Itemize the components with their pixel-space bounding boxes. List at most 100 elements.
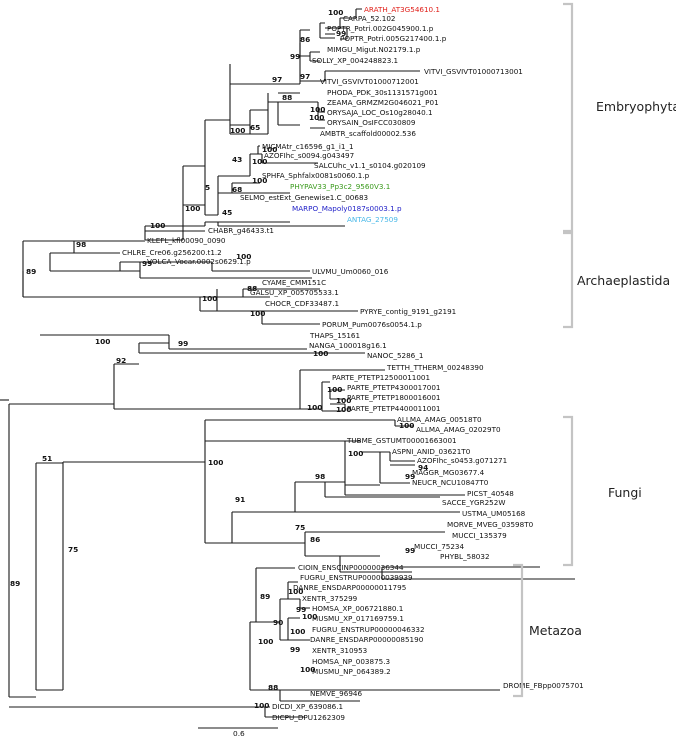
support-value: 65 bbox=[250, 123, 260, 132]
leaf-label: NANGA_100018g16.1 bbox=[309, 341, 387, 350]
support-value: 75 bbox=[295, 523, 305, 532]
leaf-labels: ARATH_AT3G54610.1 CARPA_52.102 POPTR_Pot… bbox=[122, 5, 584, 722]
support-value: 90 bbox=[273, 618, 283, 627]
support-value: 100 bbox=[288, 587, 303, 596]
support-value: 99 bbox=[290, 52, 300, 61]
leaf-label: ZEAMA_GRMZM2G046021_P01 bbox=[327, 98, 439, 107]
leaf-label: CHABR_g46433.t1 bbox=[208, 226, 274, 235]
support-value: 100 bbox=[236, 252, 251, 261]
support-value: 75 bbox=[68, 545, 78, 554]
leaf-label: NANOC_5286_1 bbox=[367, 351, 423, 360]
leaf-label: SACCE_YGR252W bbox=[442, 498, 505, 507]
leaf-label: DANRE_ENSDARP00000011795 bbox=[293, 583, 406, 592]
leaf-label: GALSU_XP_005705533.1 bbox=[250, 288, 339, 297]
support-value: 99 bbox=[405, 472, 415, 481]
support-value: 100 bbox=[208, 458, 223, 467]
leaf-label: VITVI_GSVIVT01000712001 bbox=[320, 77, 419, 86]
leaf-label: PHYBL_58032 bbox=[440, 552, 490, 561]
leaf-label: PHODA_PDK_30s1131571g001 bbox=[327, 88, 438, 97]
support-value: 100 bbox=[252, 157, 267, 166]
support-value: 91 bbox=[235, 495, 245, 504]
leaf-label: POPTR_Potri.002G045900.1.p bbox=[327, 24, 434, 33]
leaf-label: TUBME_GSTUMT00001663001 bbox=[346, 436, 457, 445]
leaf-label: MAGGR_MG03677.4 bbox=[412, 468, 485, 477]
support-values: 100 99 86 99 97 97 100 88 100 100 65 100… bbox=[10, 8, 428, 710]
tree-branches bbox=[0, 8, 575, 718]
support-value: 99 bbox=[405, 546, 415, 555]
leaf-label: TETTH_TTHERM_00248390 bbox=[386, 363, 484, 372]
support-value: 5 bbox=[205, 183, 210, 192]
support-value: 99 bbox=[296, 605, 306, 614]
support-value: 100 bbox=[185, 204, 200, 213]
leaf-label: VOLCA_Vocar.0002s0629.1.p bbox=[147, 257, 251, 266]
scale-bar-label: 0.6 bbox=[233, 729, 245, 737]
leaf-label: XENTR_310953 bbox=[312, 646, 367, 655]
support-value: 89 bbox=[26, 267, 36, 276]
leaf-label: MICMAtr_c16596_g1_i1_1 bbox=[262, 142, 354, 151]
fungi-bracket bbox=[563, 415, 574, 567]
leaf-label: XENTR_375299 bbox=[302, 594, 358, 603]
support-value: 89 bbox=[10, 579, 20, 588]
leaf-label: PARTE_PTETP1800016001 bbox=[347, 393, 441, 402]
archaeplastida-bracket bbox=[563, 231, 574, 329]
support-value: 45 bbox=[222, 208, 232, 217]
leaf-label: USTMA_UM05168 bbox=[462, 509, 526, 518]
leaf-label: PARTE_PTETP4300017001 bbox=[347, 383, 441, 392]
support-value: 97 bbox=[300, 72, 310, 81]
support-value: 100 bbox=[336, 396, 351, 405]
support-value: 100 bbox=[262, 145, 277, 154]
leaf-label: DROME_FBpp0075701 bbox=[503, 681, 584, 690]
support-value: 100 bbox=[327, 385, 342, 394]
support-value: 68 bbox=[232, 185, 242, 194]
support-value: 99 bbox=[142, 259, 152, 268]
support-value: 100 bbox=[252, 176, 267, 185]
embryophyta-bracket bbox=[563, 2, 574, 233]
leaf-label: KLEFL_kfl00090_0090 bbox=[147, 236, 226, 245]
support-value: 92 bbox=[116, 356, 126, 365]
support-value: 89 bbox=[260, 592, 270, 601]
leaf-label: PYRYE_contig_9191_g2191 bbox=[360, 307, 456, 316]
support-value: 86 bbox=[300, 35, 310, 44]
support-value: 100 bbox=[302, 612, 317, 621]
leaf-label: MORVE_MVEG_03598T0 bbox=[447, 520, 534, 529]
leaf-label: CIOIN_ENSCINP00000036344 bbox=[298, 563, 404, 572]
leaf-label: ALLMA_AMAG_02029T0 bbox=[416, 425, 501, 434]
leaf-label: CARPA_52.102 bbox=[343, 14, 395, 23]
support-value: 100 bbox=[250, 309, 265, 318]
support-value: 100 bbox=[348, 449, 363, 458]
leaf-label: POPTR_Potri.005G217400.1.p bbox=[340, 34, 447, 43]
leaf-label: ORYSAJA_LOC_Os10g28040.1 bbox=[327, 108, 433, 117]
leaf-label: AZOFIhc_s0094.g043497 bbox=[264, 151, 354, 160]
leaf-label: AMBTR_scaffold00002.536 bbox=[320, 129, 416, 138]
leaf-label: HOMSA_NP_003875.3 bbox=[312, 657, 390, 666]
support-value: 100 bbox=[258, 637, 273, 646]
support-value: 98 bbox=[315, 472, 325, 481]
support-value: 88 bbox=[247, 284, 257, 293]
support-value: 88 bbox=[268, 683, 278, 692]
leaf-label: ANTAG_27509 bbox=[347, 215, 398, 224]
support-value: 99 bbox=[336, 29, 346, 38]
leaf-label: HOMSA_XP_006721880.1 bbox=[312, 604, 403, 613]
leaf-label: PARTE_PTETP12500011001 bbox=[332, 373, 430, 382]
leaf-label: PARTE_PTETP4400011001 bbox=[347, 404, 441, 413]
support-value: 100 bbox=[309, 113, 324, 122]
metazoa-bracket bbox=[513, 563, 524, 698]
support-value: 98 bbox=[76, 240, 86, 249]
leaf-label: FUGRU_ENSTRUP00000039939 bbox=[300, 573, 413, 582]
leaf-label: NEUCR_NCU10847T0 bbox=[412, 478, 489, 487]
leaf-label: PHYPAV33_Pp3c2_9560V3.1 bbox=[290, 182, 390, 191]
support-value: 94 bbox=[418, 463, 428, 472]
leaf-label: CYAME_CMM151C bbox=[262, 278, 326, 287]
leaf-label: NEMVE_96946 bbox=[310, 689, 362, 698]
support-value: 97 bbox=[272, 75, 282, 84]
leaf-label: THAPS_15161 bbox=[309, 331, 360, 340]
leaf-label: SPHFA_Sphfalx0081s0060.1.p bbox=[262, 171, 370, 180]
support-value: 100 bbox=[307, 403, 322, 412]
clade-label-metazoa: Metazoa bbox=[529, 623, 582, 638]
support-value: 100 bbox=[202, 294, 217, 303]
leaf-label: MUSMU_XP_017169759.1 bbox=[312, 614, 404, 623]
leaf-label: DICDI_XP_639086.1 bbox=[272, 702, 343, 711]
leaf-label: VITVI_GSVIVT01000713001 bbox=[424, 67, 523, 76]
leaf-label: MUSMU_NP_064389.2 bbox=[312, 667, 391, 676]
